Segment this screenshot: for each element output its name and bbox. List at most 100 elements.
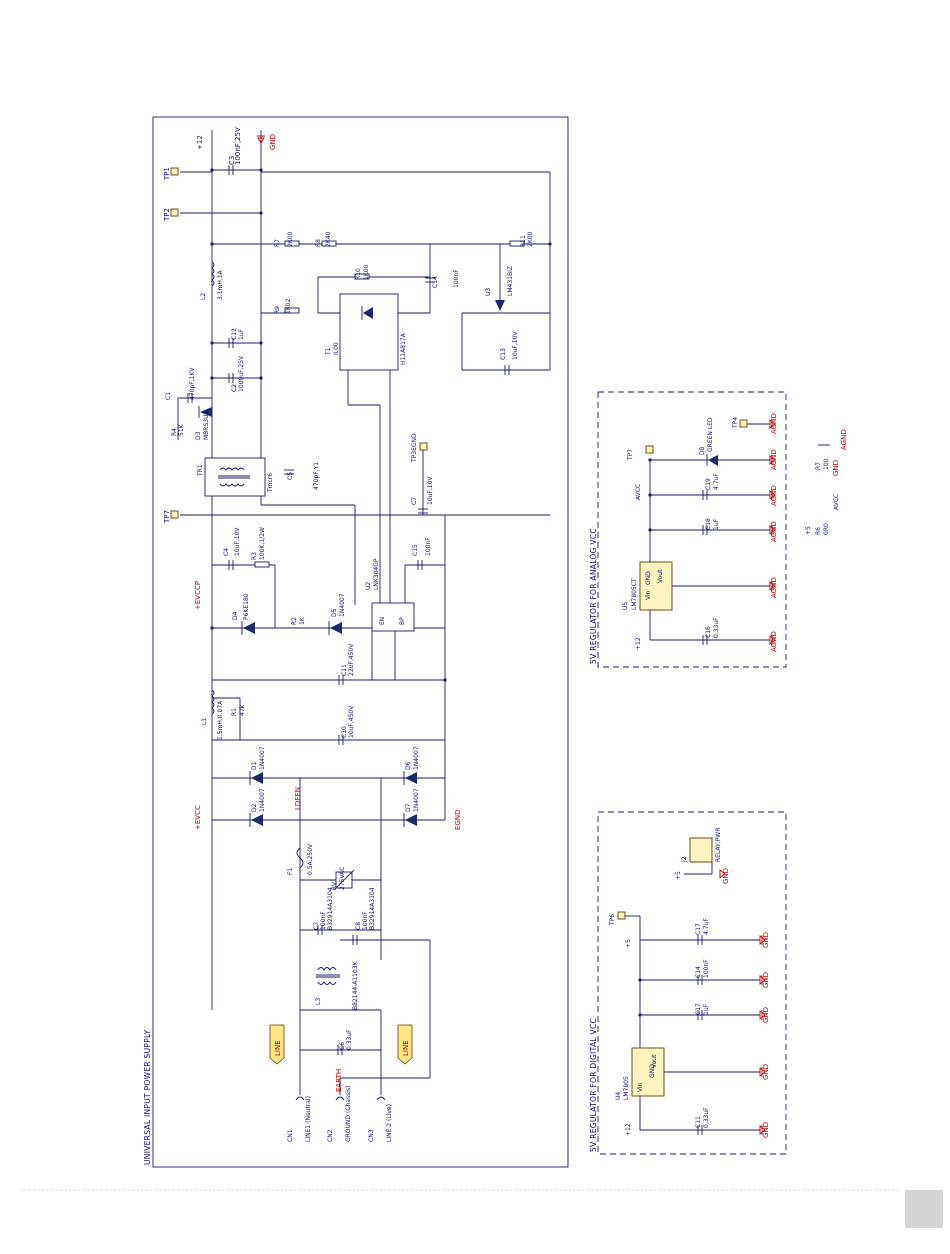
d4-label: D4 [232, 611, 239, 620]
r6-avcc: AVCC [833, 494, 840, 510]
d2-value: 1N4007 [259, 788, 266, 812]
c8-value: 100nF [362, 911, 369, 930]
relay-connector-body [689, 837, 713, 863]
j1-value: RELAY,PWR [715, 828, 722, 862]
c15-label: C15 [412, 544, 419, 556]
c14b-label: C14 [695, 966, 702, 978]
f1-label: F1 [287, 868, 294, 875]
l1-resistor-label: R1 [231, 708, 238, 716]
agnd-c16: AGND [770, 631, 778, 652]
c4-label: C4 [223, 548, 230, 556]
r3-value: 100K,1/2W [259, 527, 266, 560]
net-egnd: EGND [454, 810, 462, 830]
analog-regulator-frame [597, 391, 787, 668]
c19-label: C19 [705, 478, 712, 490]
agnd-c18: AGND [770, 521, 778, 542]
digital-plus12: +12 [625, 1123, 632, 1136]
c14-label: C14 [432, 276, 439, 288]
line-flag-right-text: LINE [402, 1040, 410, 1056]
net-plus12: +12 [196, 135, 204, 150]
analog-plus12: +12 [635, 637, 642, 650]
digital-section-title: 5V REGULATOR FOR DIGITAL VCC [589, 1018, 598, 1152]
rv1-label: RV1 [331, 878, 338, 890]
gnd-u4: GND [762, 1064, 770, 1080]
c7a-value: 100nF [320, 911, 327, 930]
t1-label: T1 [325, 347, 332, 356]
u5-vout: Vout [657, 569, 664, 583]
c6-label: C6 [339, 1042, 346, 1050]
tp-egnd-label: TP3EGND [411, 433, 418, 463]
c5-label: C5 [287, 472, 294, 480]
tp2-label: TP2 [163, 208, 171, 222]
digital-regulator-frame [597, 811, 787, 1155]
c16-label: C16 [705, 626, 712, 638]
u5-gnd: GND [645, 571, 652, 585]
l3-label: L3 [315, 998, 322, 1005]
tp-egnd-pad [419, 442, 428, 451]
tr1-value: Tmcr6 [267, 473, 274, 493]
c6-value: 0.33uF [346, 1029, 353, 1050]
c10-label: C10 [341, 726, 348, 738]
digital-plus5: +5 [625, 939, 632, 948]
t1-value: IL00 [333, 342, 340, 355]
c2-label: C2 [231, 384, 238, 392]
net-earth: EARTH [335, 1069, 343, 1092]
r6-label: R6 [815, 527, 822, 535]
c14-value: 100nF [453, 269, 460, 288]
r6-value: 0R0 [823, 523, 830, 535]
d6-value: 1N4007 [413, 746, 420, 770]
c17b-label: C17 [695, 923, 702, 935]
c13-label: C13 [500, 348, 507, 360]
c12-label: C12 [231, 328, 238, 340]
relay-plus5: +5 [675, 871, 682, 880]
d5-value: 1N4007 [339, 593, 346, 617]
l1-label: L1 [201, 718, 208, 725]
u2-value: LNK304GP [373, 558, 380, 590]
relay-gnd: GND [722, 868, 730, 884]
d2-label: D2 [251, 803, 258, 812]
cn1-value: LINE1 (Neutral) [305, 1096, 312, 1142]
u3-value: LM431BIZ [507, 266, 514, 296]
c19-value: 4.7uF [713, 473, 720, 490]
u4-label: U4 [615, 1092, 622, 1100]
r2-label: R2 [291, 617, 298, 625]
d7-label: D7 [405, 803, 412, 812]
u2-lnk304-body [371, 602, 415, 632]
analog-section-title: 5V REGULATOR FOR ANALOG VCC [589, 528, 598, 664]
cn3-value: LINE 2 (Live) [386, 1104, 393, 1142]
tp7-pad [170, 510, 179, 519]
f1-value: 0.5A,250V [307, 843, 314, 875]
u2-pin-fb: EN [379, 617, 386, 625]
c10-value: 10uF,450V [348, 705, 355, 738]
page-number-box [905, 1190, 943, 1228]
c16-value: 0.33uF [713, 617, 720, 638]
tp1-pad [170, 167, 179, 176]
c17-label: C17 [695, 1003, 702, 1015]
r7b-label: R7 [815, 462, 822, 470]
tp7-analog-label: TP7 [627, 449, 634, 461]
c8-label: C8 [355, 922, 362, 930]
u2-pin-bp: BP [399, 617, 406, 625]
net-evccp: +EVCCP [194, 581, 202, 610]
u5-regulator-body [639, 561, 673, 611]
agnd-tp4: AGND [770, 413, 778, 434]
r8-value: 2K40 [325, 231, 332, 247]
c18-value: 1uF [713, 518, 720, 530]
main-section-title: UNIVERSAL INPUT POWER SUPPLY [143, 1029, 152, 1165]
gnd-c17: GND [762, 1007, 770, 1023]
c7-label: C7 [411, 497, 418, 505]
u3-label: U3 [485, 288, 492, 296]
transformer-tr1 [204, 457, 266, 497]
r4-value: 51K [178, 423, 185, 436]
d4-value: P6KE180 [243, 593, 250, 620]
r10-label: R10 [355, 268, 362, 280]
tp4-label: TP4 [732, 417, 739, 429]
r7b-agnd: AGND [840, 429, 848, 450]
l2-label: L2 [200, 293, 207, 300]
agnd-d8: AGND [770, 449, 778, 470]
c15-value: 100nF [425, 537, 432, 556]
tp2-pad [170, 208, 179, 217]
r9-value: 1K02 [285, 298, 292, 314]
c11b-value: 0.33uF [703, 1107, 710, 1128]
c12-value: 1uF [238, 328, 245, 340]
